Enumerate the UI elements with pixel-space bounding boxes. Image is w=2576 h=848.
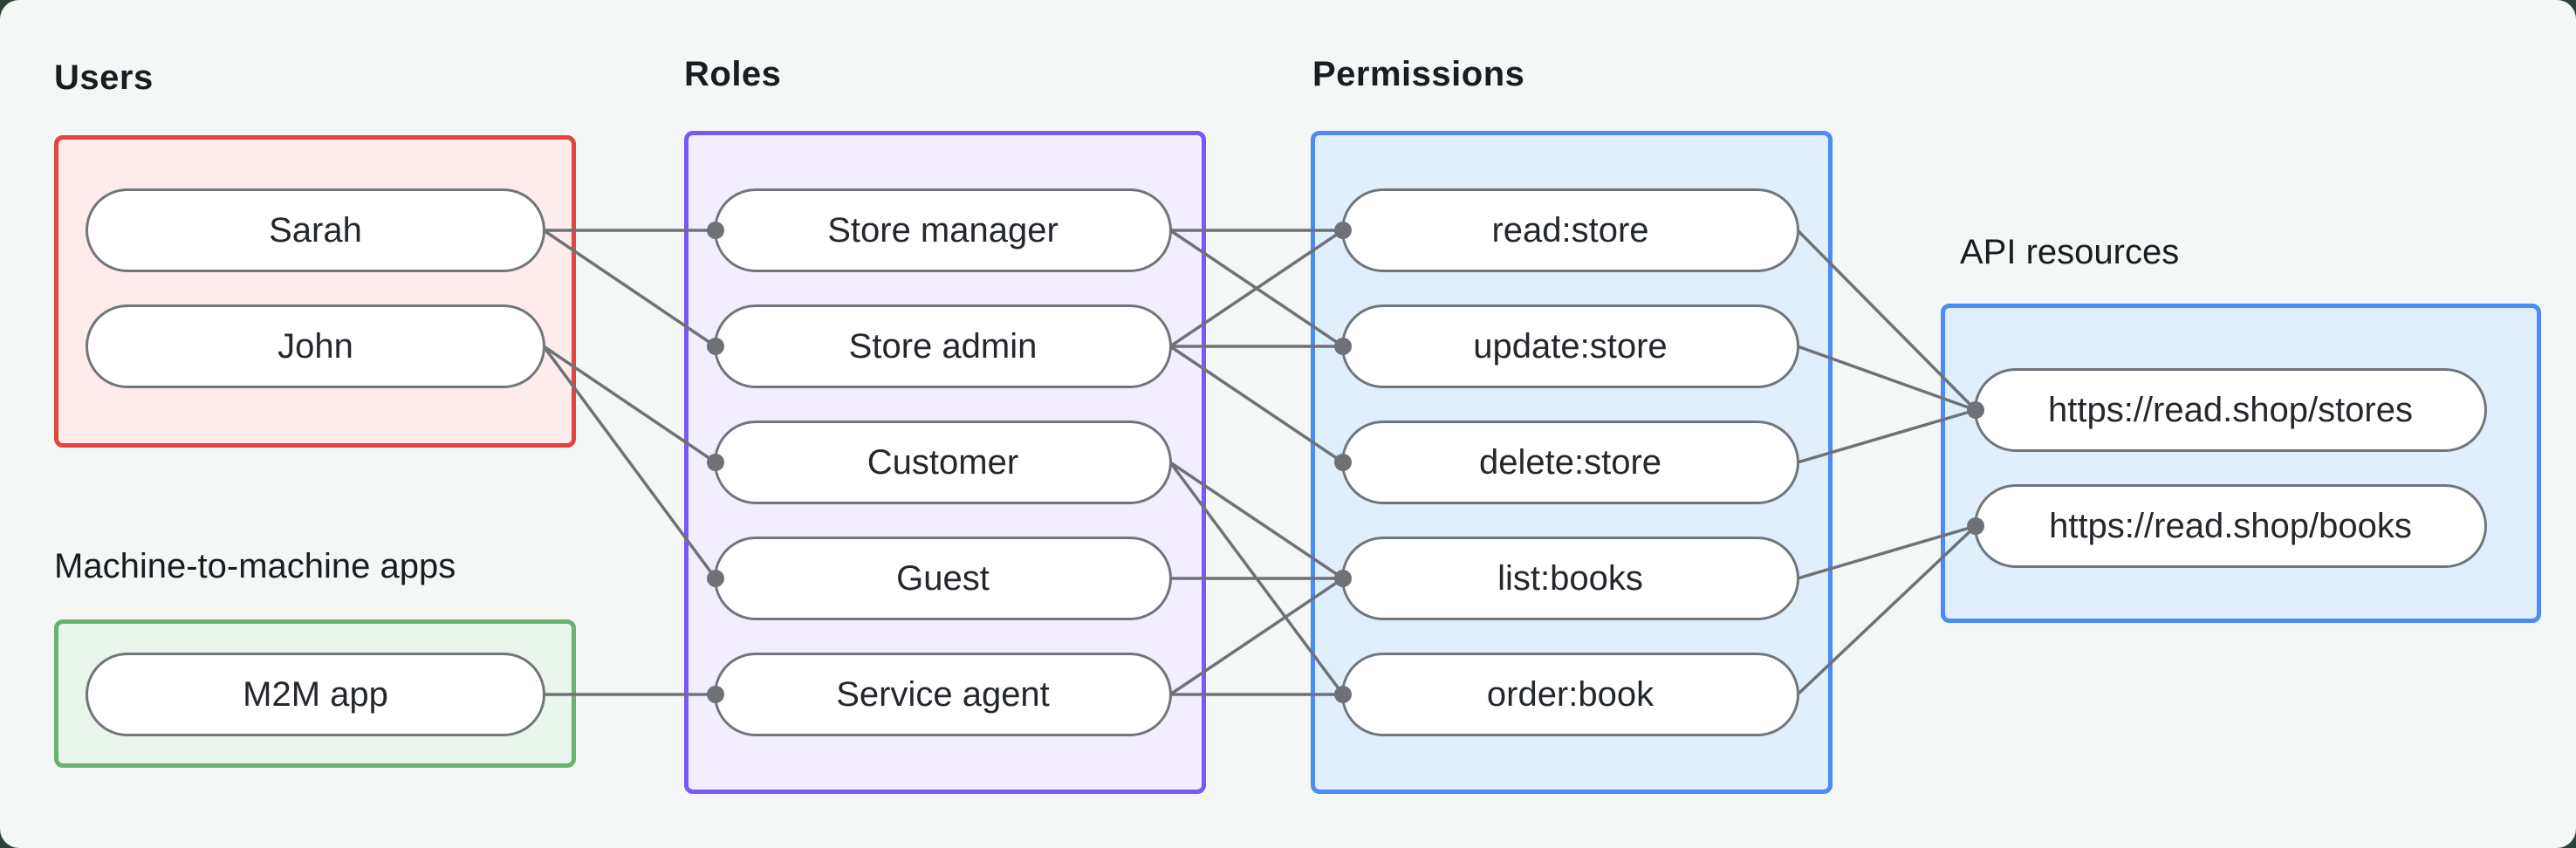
node-permission-update-store: update:store [1341,304,1799,388]
node-role-store-admin: Store admin [714,304,1172,388]
api-resources-section-label: API resources [1960,233,2180,271]
users-section-label: Users [54,58,154,97]
m2m-section-label: Machine-to-machine apps [54,547,456,585]
roles-section-label: Roles [684,55,782,93]
node-role-store-manager: Store manager [714,188,1172,272]
node-m2m-app: M2M app [86,653,545,736]
api-resources-group-box [1941,304,2541,623]
node-user-sarah: Sarah [86,188,545,272]
node-api-resource-stores: https://read.shop/stores [1974,368,2487,452]
node-role-customer: Customer [714,421,1172,504]
node-permission-delete-store: delete:store [1341,421,1799,504]
node-permission-list-books: list:books [1341,537,1799,620]
users-group-box [54,135,576,448]
node-permission-read-store: read:store [1341,188,1799,272]
node-user-john: John [86,304,545,388]
permissions-section-label: Permissions [1312,55,1525,93]
node-role-guest: Guest [714,537,1172,620]
node-role-service-agent: Service agent [714,653,1172,736]
node-api-resource-books: https://read.shop/books [1974,484,2487,568]
node-permission-order-book: order:book [1341,653,1799,736]
